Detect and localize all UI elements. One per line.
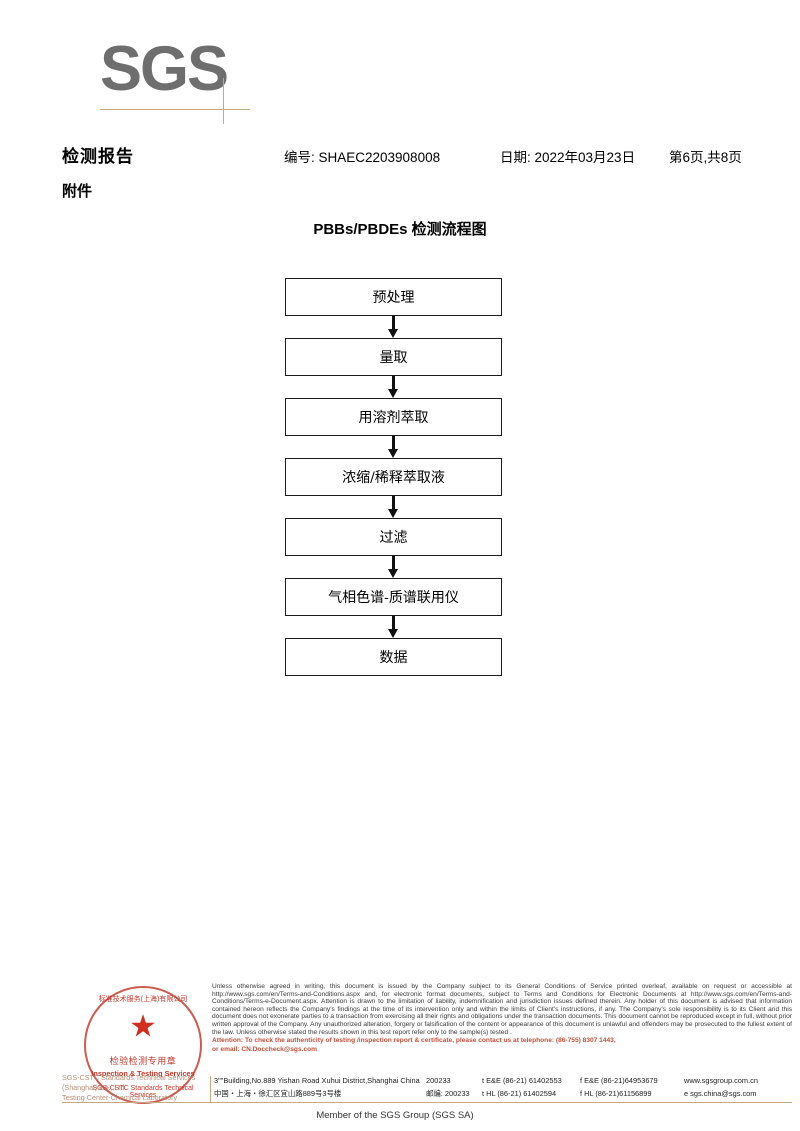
flow-node: 数据 [285,638,502,676]
website: www.sgsgroup.com.cn [684,1076,758,1085]
fax-ee: f E&E (86-21)64953679 [580,1076,658,1085]
sgs-logo-text: SGS [100,34,229,104]
tel-ee: t E&E (86-21) 61402553 [482,1076,562,1085]
flow-arrow [285,376,502,398]
attention-line-2: or email: CN.Doccheck@sgs.com [212,1045,318,1053]
flow-arrow [285,556,502,578]
flow-node: 量取 [285,338,502,376]
address-cn: 中国・上海・徐汇区宜山路889号3号楼 [214,1088,342,1098]
flow-node: 预处理 [285,278,502,316]
member-line: Member of the SGS Group (SGS SA) [316,1110,474,1121]
report-date: 日期: 2022年03月23日 [500,150,636,165]
address-en: 3""Building,No.889 Yishan Road Xuhui Dis… [214,1076,420,1085]
report-header: 检测报告 编号: SHAEC2203908008 日期: 2022年03月23日… [62,142,752,166]
stamp-arc-bottom-text: SGS-CSTC Standards Technical Services [92,1085,194,1100]
logo-rule [100,109,250,110]
address-block: 3""Building,No.889 Yishan Road Xuhui Dis… [214,1075,794,1100]
flow-node: 气相色谱-质谱联用仪 [285,578,502,616]
flow-node: 用溶剂萃取 [285,398,502,436]
report-number: 编号: SHAEC2203908008 [284,150,441,165]
email: e sgs.china@sgs.com [684,1088,757,1098]
address-row-cn: 中国・上海・徐汇区宜山路889号3号楼 邮编: 200233 t HL (86-… [214,1088,794,1101]
postcode-en: 200233 [426,1076,451,1085]
address-divider [210,1076,211,1102]
stamp-en-label: Inspection & Testing Services [91,1068,195,1078]
flow-arrow [285,436,502,458]
flow-node: 浓缩/稀释萃取液 [285,458,502,496]
flow-node: 过滤 [285,518,502,556]
flow-arrow [285,616,502,638]
attention-line-1: Attention: To check the authenticity of … [212,1037,616,1045]
footer-rule [62,1102,792,1104]
tel-hl: t HL (86-21) 61402594 [482,1088,557,1098]
stamp-cn-label: 检验检测专用章 [109,1056,177,1067]
company-name-block: SGS-CSTC Standards Technical Services (S… [62,1073,222,1103]
sgs-logo: SGS [100,34,250,124]
star-icon: ★ [129,1008,157,1044]
legal-paragraph: Unless otherwise agreed in writing, this… [212,983,792,1036]
logo-tick [223,78,224,124]
fax-hl: f HL (86-21)61156899 [580,1088,652,1098]
company-name-line2: Testing Center-Chemical Laboratory [62,1093,178,1102]
page-footer: 标准技术服务(上海)有限公司 ★ 检验检测专用章 Inspection & Te… [0,980,800,1131]
stamp-arc-top-text: 标准技术服务(上海)有限公司 [98,996,188,1004]
flowchart-title: PBBs/PBDEs 检测流程图 [313,221,487,238]
address-row-en: 3""Building,No.889 Yishan Road Xuhui Dis… [214,1075,794,1088]
company-name-line1: SGS-CSTC Standards Technical Services (S… [62,1073,196,1092]
postcode-cn: 邮编: 200233 [426,1088,470,1098]
flowchart: 预处理 量取 用溶剂萃取 浓缩/稀释萃取液 过滤 气相色谱-质谱联用仪 数据 [285,278,504,676]
legal-disclaimer: Unless otherwise agreed in writing, this… [212,983,792,1053]
attachment-label: 附件 [62,183,93,200]
flow-arrow [285,496,502,518]
page-title: 检测报告 [62,147,134,166]
page-counter: 第6页,共8页 [669,150,742,165]
flow-arrow [285,316,502,338]
